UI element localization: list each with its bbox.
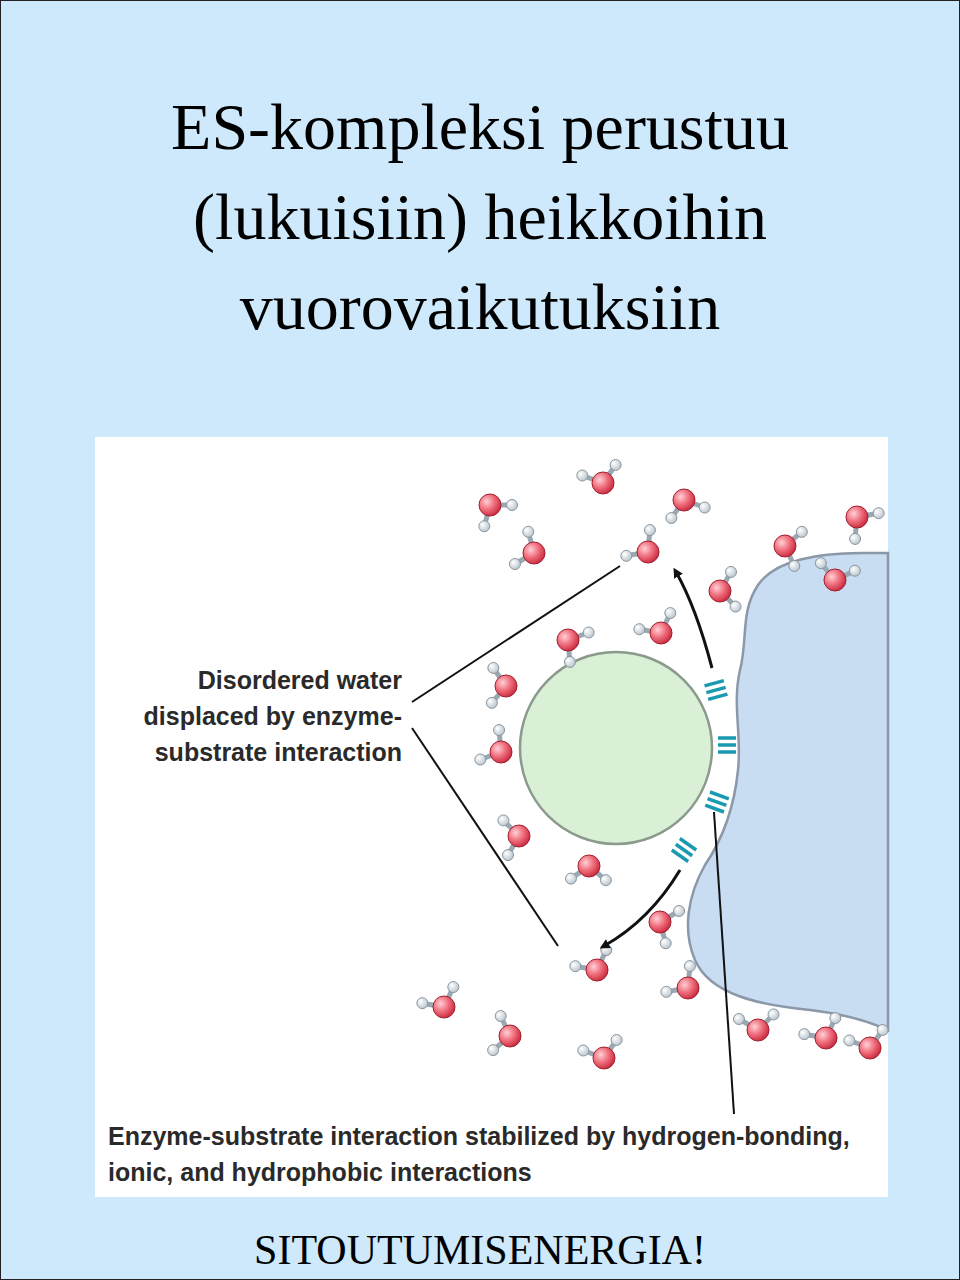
- page-title: ES-kompleksi perustuu (lukuisiin) heikko…: [80, 82, 880, 352]
- page-caption: SITOUTUMISENERGIA!: [80, 1226, 880, 1274]
- enzyme-shape: [688, 553, 888, 1030]
- callout-label: Disordered water displaced by enzyme-sub…: [128, 662, 402, 770]
- bond-marks: [672, 681, 736, 862]
- displacement-arrows: [604, 572, 712, 946]
- substrate-circle: [520, 652, 712, 844]
- leader-lines: [412, 566, 734, 1114]
- callout-label: Enzyme-substrate interaction stabilized …: [108, 1118, 883, 1190]
- water-molecules: [417, 459, 888, 1069]
